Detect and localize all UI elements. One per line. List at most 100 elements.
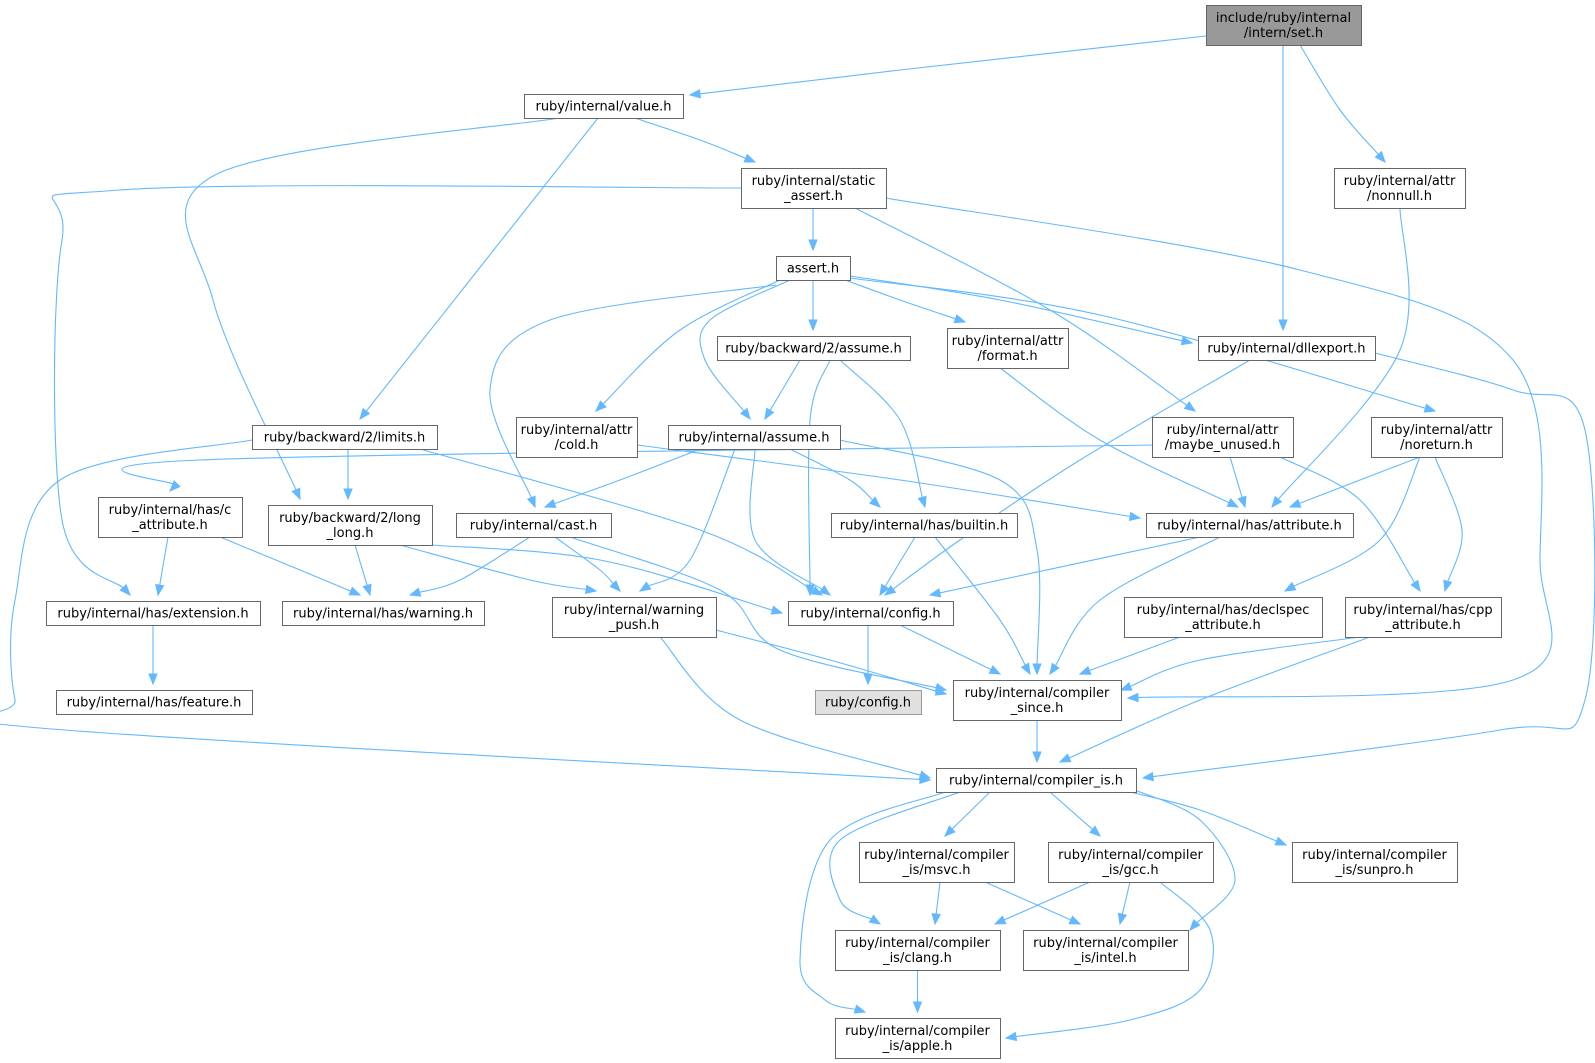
node-compiler-since-h[interactable]: ruby/internal/compiler_since.h — [953, 680, 1122, 721]
node-has-cpp-attribute-h[interactable]: ruby/internal/has/cpp_attribute.h — [1345, 597, 1502, 638]
edge-attr-format-h-to-has-attribute-h — [999, 367, 1240, 508]
node-has-builtin-h[interactable]: ruby/internal/has/builtin.h — [831, 513, 1018, 538]
node-attr-nonnull-h[interactable]: ruby/internal/attr/nonnull.h — [1334, 168, 1466, 209]
node-compiler-is-gcc-h[interactable]: ruby/internal/compiler_is/gcc.h — [1048, 842, 1214, 883]
edge-attr-maybe-unused-h-to-has-c-attribute-h — [121, 444, 1153, 492]
node-box — [282, 601, 485, 626]
edge-arrowhead — [688, 89, 701, 99]
edge-line — [950, 791, 991, 831]
edge-arrowhead — [1004, 1031, 1018, 1042]
edge-has-attribute-h-to-compiler-since-h — [1049, 536, 1221, 676]
edge-compiler-is-gcc-h-to-compiler-is-apple-h — [1004, 881, 1214, 1042]
node-attr-maybe-unused-h[interactable]: ruby/internal/attr/maybe_unused.h — [1152, 417, 1294, 458]
edge-assume-h-to-has-builtin-h — [789, 448, 882, 508]
edge-static-assert-h-to-assert-h — [808, 208, 818, 252]
edge-arrowhead — [343, 488, 353, 501]
node-cast-h[interactable]: ruby/internal/cast.h — [456, 513, 612, 538]
node-compiler-is-h[interactable]: ruby/internal/compiler_is.h — [936, 768, 1137, 793]
node-compiler-is-intel-h[interactable]: ruby/internal/compiler_is/intel.h — [1023, 930, 1189, 971]
node-box — [788, 601, 954, 626]
node-limits-h[interactable]: ruby/backward/2/limits.h — [252, 425, 438, 450]
node-has-declspec-attribute-h[interactable]: ruby/internal/has/declspec_attribute.h — [1124, 597, 1323, 638]
edge-arrowhead — [1271, 495, 1283, 509]
node-attr-format-h[interactable]: ruby/internal/attr/format.h — [947, 328, 1069, 369]
edge-line — [1229, 456, 1244, 500]
node-has-feature-h[interactable]: ruby/internal/has/feature.h — [56, 690, 253, 715]
node-compiler-is-apple-h[interactable]: ruby/internal/compiler_is/apple.h — [835, 1018, 1001, 1059]
edge-line — [999, 367, 1232, 505]
edge-attr-nonnull-h-to-has-attribute-h — [1271, 207, 1410, 509]
edge-compiler-is-h-to-compiler-is-sunpro-h — [1129, 791, 1288, 846]
edge-arrowhead — [1237, 495, 1247, 509]
edge-value-h-to-long-long-h — [184, 117, 561, 501]
node-box — [98, 497, 243, 538]
edge-arrowhead — [148, 673, 158, 686]
edge-line — [839, 439, 1041, 667]
node-label-line: /nonnull.h — [1367, 189, 1432, 204]
node-dllexport-h[interactable]: ruby/internal/dllexport.h — [1198, 336, 1376, 361]
node-label-line: ruby/internal/attr — [1344, 174, 1456, 189]
edge-assert-h-to-attr-noreturn-h — [849, 277, 1437, 413]
edge-arrowhead — [169, 480, 181, 492]
node-has-c-attribute-h[interactable]: ruby/internal/has/c_attribute.h — [98, 497, 243, 538]
node-backward-assume-h[interactable]: ruby/backward/2/assume.h — [717, 336, 911, 361]
node-attr-cold-h[interactable]: ruby/internal/attr/cold.h — [516, 417, 638, 458]
node-label-line: ruby/config.h — [825, 696, 911, 711]
node-compiler-is-msvc-h[interactable]: ruby/internal/compiler_is/msvc.h — [859, 842, 1015, 883]
edge-config-h-to-compiler-since-h — [899, 624, 1002, 675]
edge-assume-h-to-compiler-since-h — [839, 439, 1042, 676]
edge-dllexport-h-to-compiler-is-h — [1141, 352, 1595, 782]
edge-attr-noreturn-h-to-has-attribute-h — [1288, 456, 1421, 508]
node-warning-push-h[interactable]: ruby/internal/warning_push.h — [552, 597, 717, 638]
node-has-attribute-h[interactable]: ruby/internal/has/attribute.h — [1146, 513, 1354, 538]
node-label-line: ruby/internal/attr — [1381, 423, 1493, 438]
edge-line — [659, 636, 923, 777]
edge-arrowhead — [609, 580, 621, 592]
node-compiler-is-sunpro-h[interactable]: ruby/internal/compiler_is/sunpro.h — [1292, 842, 1458, 883]
edge-has-builtin-h-to-compiler-since-h — [934, 536, 1031, 676]
edge-attr-noreturn-h-to-has-cpp-attribute-h — [1434, 456, 1463, 593]
node-config-h[interactable]: ruby/internal/config.h — [788, 601, 954, 626]
edge-arrowhead — [1126, 692, 1139, 703]
node-attr-noreturn-h[interactable]: ruby/internal/attr/noreturn.h — [1371, 417, 1503, 458]
node-box — [552, 597, 717, 638]
node-value-h[interactable]: ruby/internal/value.h — [524, 94, 684, 119]
node-assert-h[interactable]: assert.h — [776, 256, 851, 281]
edge-line — [1299, 44, 1381, 157]
node-label-line: include/ruby/internal — [1216, 11, 1351, 26]
node-has-extension-h[interactable]: ruby/internal/has/extension.h — [46, 601, 261, 626]
edge-line — [891, 359, 1251, 591]
node-has-warning-h[interactable]: ruby/internal/has/warning.h — [282, 601, 485, 626]
edge-compiler-is-msvc-h-to-compiler-is-intel-h — [984, 881, 1082, 925]
edge-line — [184, 117, 561, 492]
edge-static-assert-h-to-has-extension-h — [51, 185, 742, 596]
node-label-line: _is/sunpro.h — [1335, 863, 1414, 878]
edge-attr-cold-h-to-has-attribute-h — [636, 444, 1142, 522]
node-static-assert-h[interactable]: ruby/internal/static_assert.h — [741, 168, 887, 209]
edge-line — [399, 544, 589, 591]
edge-config-h-to-ruby-config-h — [863, 625, 873, 686]
edge-has-builtin-h-to-config-h — [879, 536, 916, 597]
edge-compiler-is-clang-h-to-compiler-is-apple-h — [912, 970, 923, 1014]
node-label-line: /cold.h — [555, 438, 599, 453]
edge-line — [899, 624, 994, 671]
edge-arrowhead — [770, 605, 784, 615]
edge-arrowhead — [119, 584, 131, 596]
edge-static-assert-h-to-attr-maybe-unused-h — [854, 207, 1197, 412]
node-label-line: assert.h — [787, 262, 839, 277]
node-assume-h[interactable]: ruby/internal/assume.h — [668, 425, 841, 450]
edge-cast-h-to-has-warning-h — [408, 536, 531, 597]
node-box — [46, 601, 261, 626]
node-label-line: /noreturn.h — [1400, 438, 1473, 453]
edge-arrowhead — [934, 686, 948, 696]
edge-assume-h-to-config-h — [749, 448, 832, 596]
edge-line — [984, 881, 1073, 922]
node-box — [268, 505, 433, 546]
edge-line — [1434, 456, 1463, 584]
node-compiler-is-clang-h[interactable]: ruby/internal/compiler_is/clang.h — [835, 930, 1001, 971]
node-box — [831, 513, 1018, 538]
node-long-long-h[interactable]: ruby/backward/2/long_long.h — [268, 505, 433, 546]
edge-line — [839, 359, 924, 500]
edge-arrowhead — [1032, 751, 1042, 764]
edge-line — [1049, 791, 1095, 832]
